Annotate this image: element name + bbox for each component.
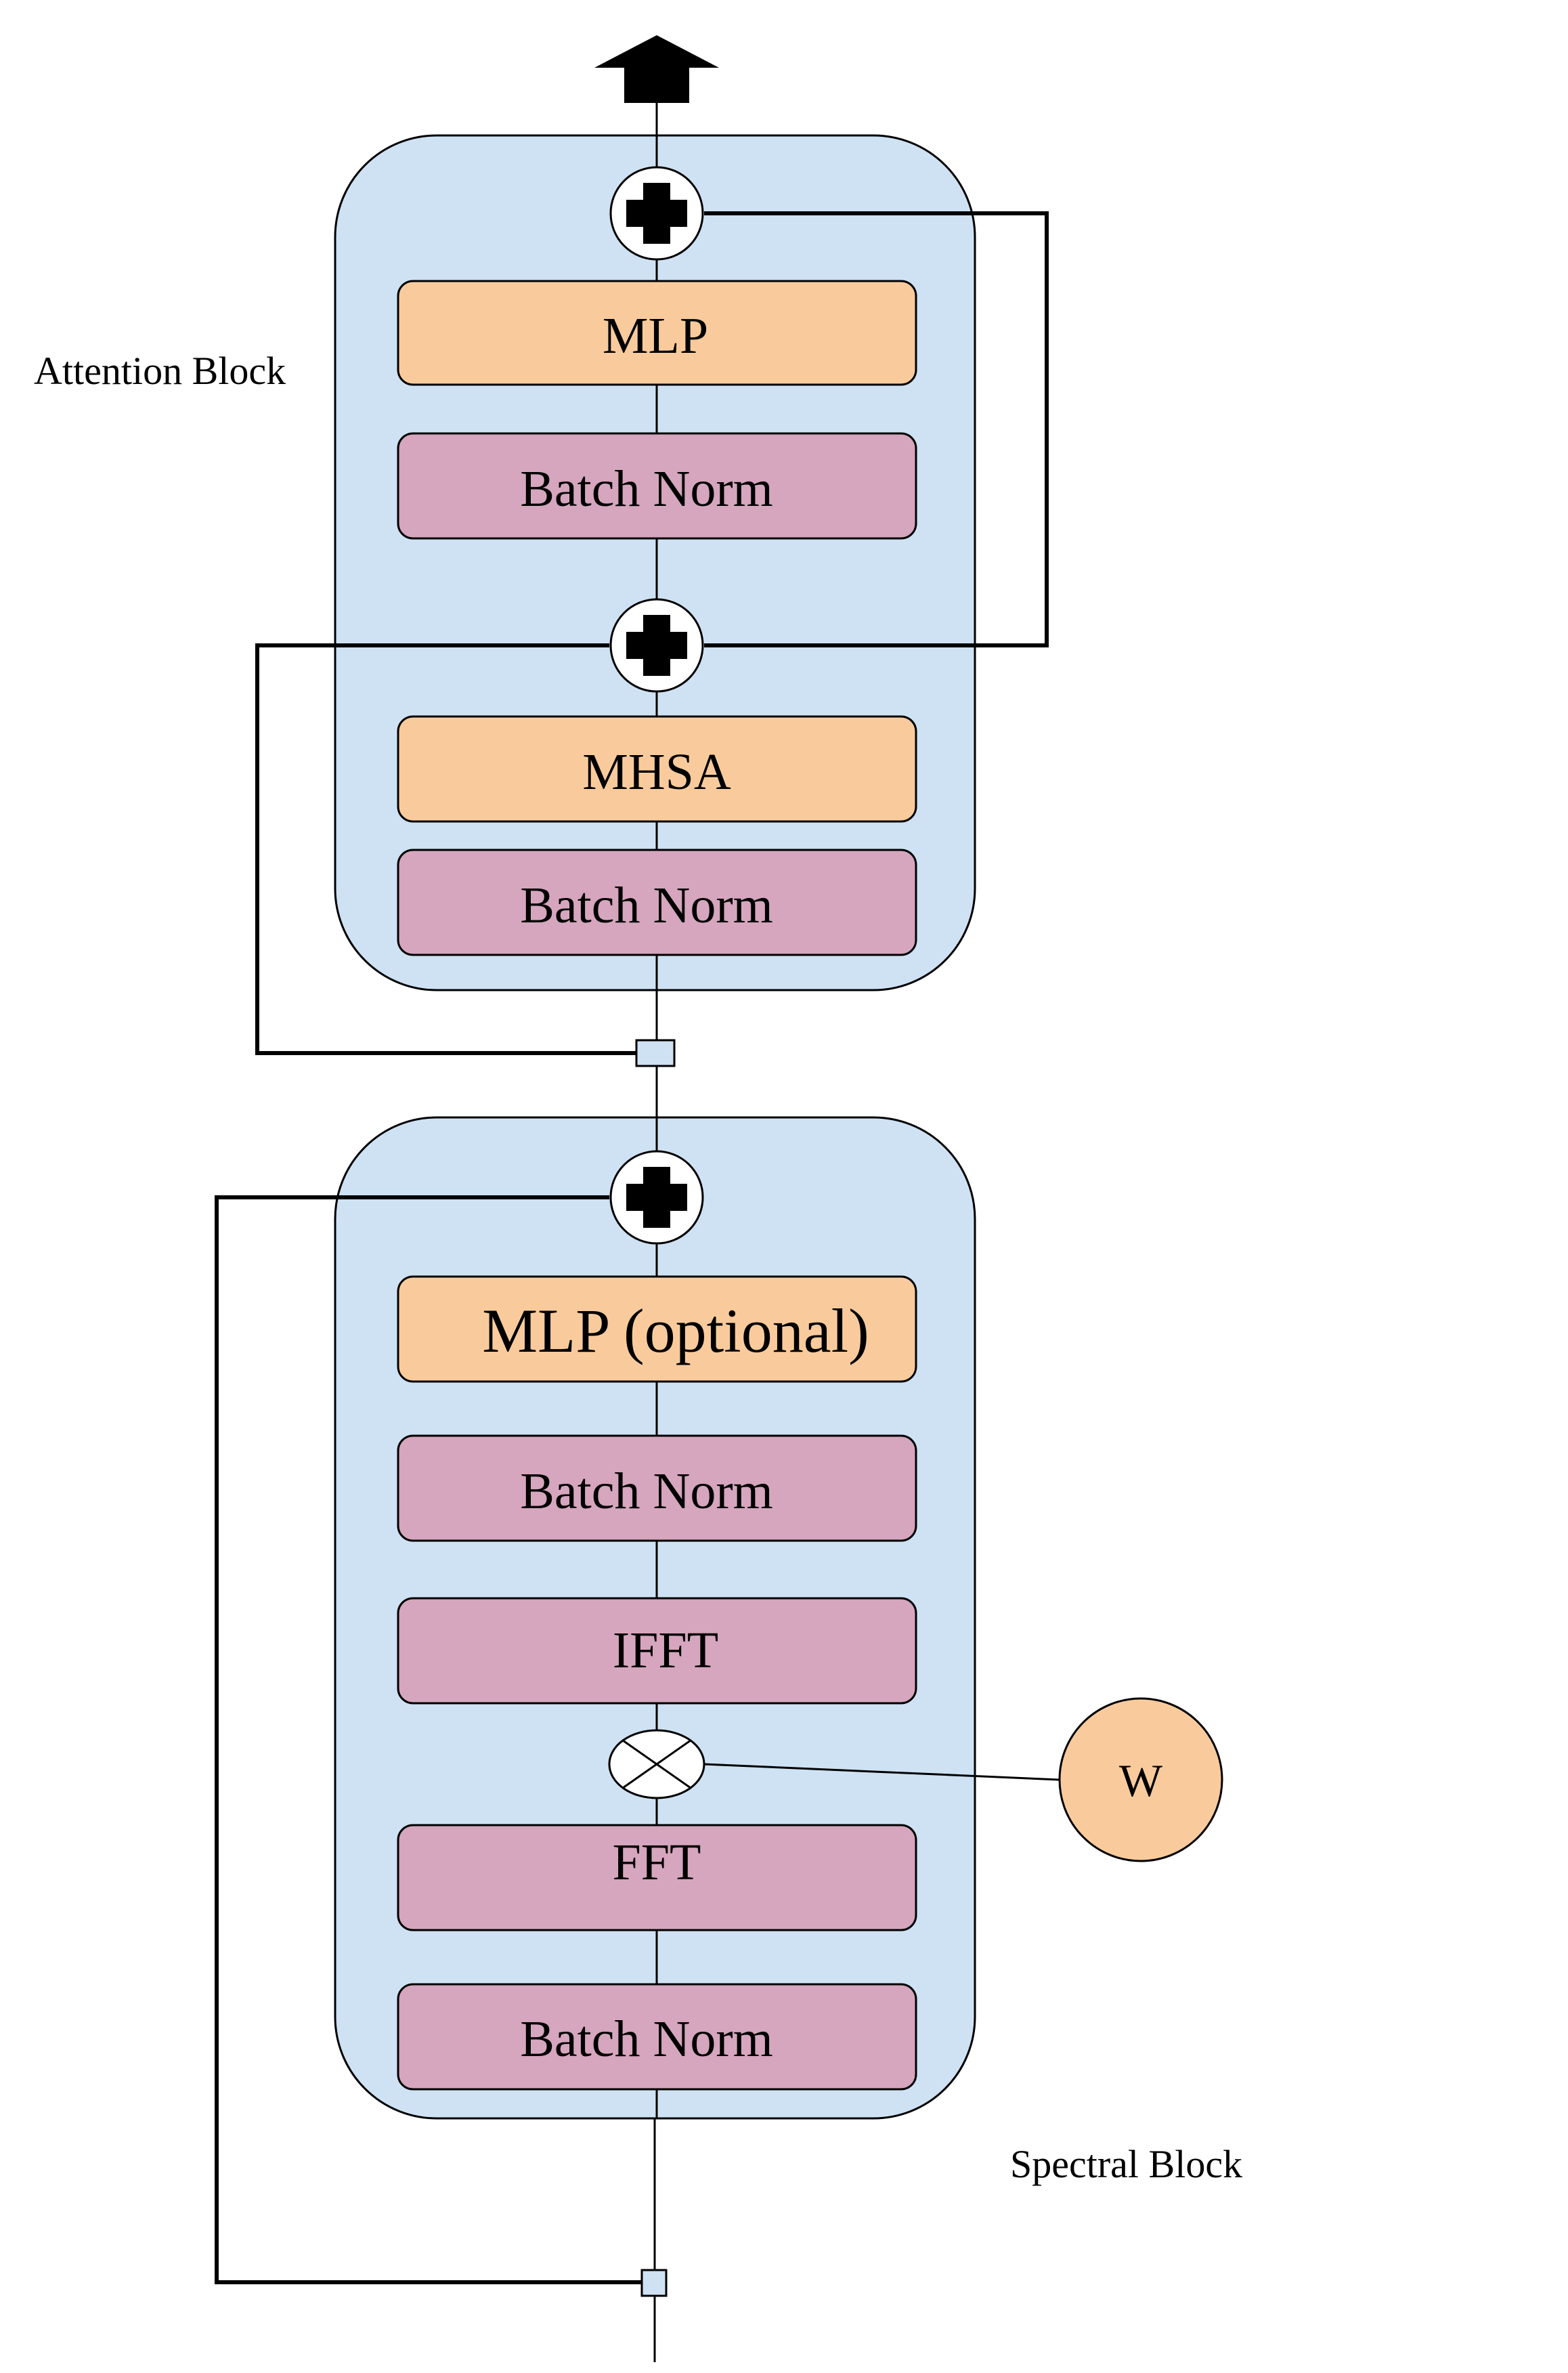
attention-residual-inner (704, 211, 1049, 647)
attention-batch-norm-bottom (397, 849, 917, 956)
attention-mlp-layer (397, 280, 917, 386)
spectral-multiply-icon (608, 1729, 705, 1799)
weight-label: W (1119, 1755, 1163, 1806)
attention-block-label: Attention Block (34, 349, 286, 393)
attention-mlp-label: MLP (603, 307, 708, 364)
output-arrow-icon (594, 35, 719, 103)
spectral-ifft-label: IFFT (613, 1622, 718, 1679)
attention-mhsa-label: MHSA (582, 744, 731, 800)
spectral-batch-norm-top-label: Batch Norm (520, 1463, 773, 1520)
attention-batch-norm-top-label: Batch Norm (520, 461, 773, 517)
attention-mhsa-layer (397, 715, 917, 823)
spectral-junction-node (640, 2269, 668, 2297)
attention-batch-norm-bottom-label: Batch Norm (520, 877, 773, 934)
spectral-mlp-layer (397, 1275, 917, 1383)
attention-add-top-icon (609, 166, 704, 261)
attention-add-middle-icon (609, 598, 704, 693)
weight-connector (703, 1763, 1060, 1781)
attention-batch-norm-top (397, 432, 917, 540)
spectral-ifft-layer (397, 1597, 917, 1705)
spectral-block-label: Spectral Block (1010, 2142, 1242, 2186)
spectral-batch-norm-top (397, 1434, 917, 1542)
attention-residual-outer (255, 643, 636, 1055)
spectral-residual (215, 1195, 643, 2284)
spectral-batch-norm-bottom (397, 1983, 917, 2091)
weight-node (1058, 1697, 1223, 1862)
spectral-batch-norm-bottom-label: Batch Norm (520, 2011, 773, 2068)
spectral-fft-label: FFT (613, 1834, 701, 1891)
attention-junction-node (635, 1039, 676, 1067)
spectral-add-icon (609, 1150, 704, 1245)
spectral-fft-layer (397, 1824, 917, 1931)
spectral-mlp-label: MLP (optional) (482, 1296, 869, 1365)
